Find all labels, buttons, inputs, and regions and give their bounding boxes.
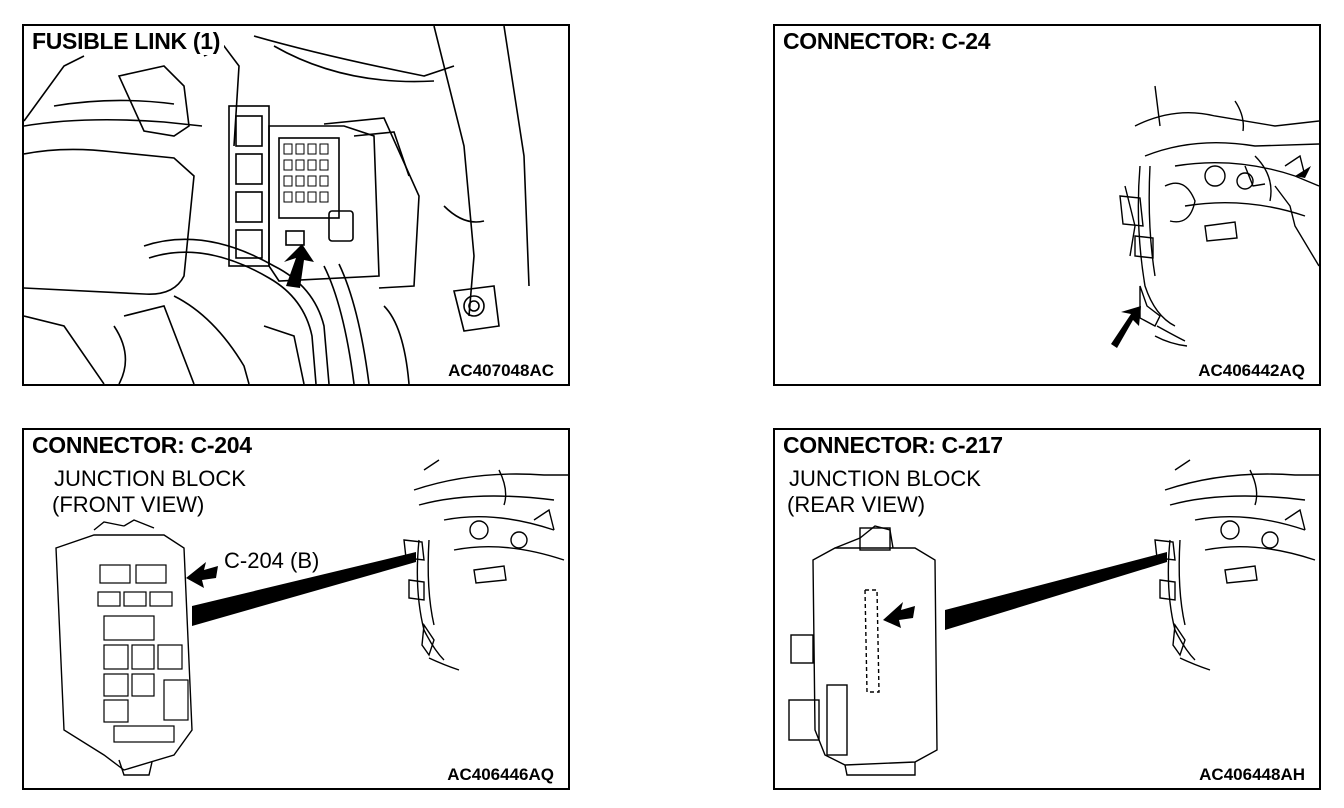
panel-connector-c204: CONNECTOR: C-204 JUNCTION BLOCK (FRONT V… [22, 428, 570, 790]
subtitle-line1: JUNCTION BLOCK [789, 466, 981, 491]
figure-code: AC406442AQ [1196, 361, 1307, 381]
panel-title: CONNECTOR: C-217 [783, 432, 1007, 459]
panel-connector-c24: CONNECTOR: C-24 AC [773, 24, 1321, 386]
panel-connector-c217: CONNECTOR: C-217 JUNCTION BLOCK (REAR VI… [773, 428, 1321, 790]
connector-c24-illustration [1111, 85, 1319, 348]
connector-c204-illustration [55, 459, 568, 776]
panel-fusible-link: FUSIBLE LINK (1) [22, 24, 570, 386]
figure-code: AC407048AC [446, 361, 556, 381]
connector-callout: C-204 (B) [224, 548, 320, 573]
subtitle-line2: (FRONT VIEW) [52, 492, 205, 517]
connector-c217-illustration [788, 459, 1319, 776]
figure-code: AC406448AH [1197, 765, 1307, 785]
panel-title: FUSIBLE LINK (1) [32, 28, 225, 55]
panel-title: CONNECTOR: C-24 [783, 28, 995, 55]
fusible-link-illustration [24, 26, 530, 384]
panel-title: CONNECTOR: C-204 [32, 432, 256, 459]
subtitle-line2: (REAR VIEW) [787, 492, 926, 517]
figure-code: AC406446AQ [445, 765, 556, 785]
subtitle-line1: JUNCTION BLOCK [54, 466, 246, 491]
